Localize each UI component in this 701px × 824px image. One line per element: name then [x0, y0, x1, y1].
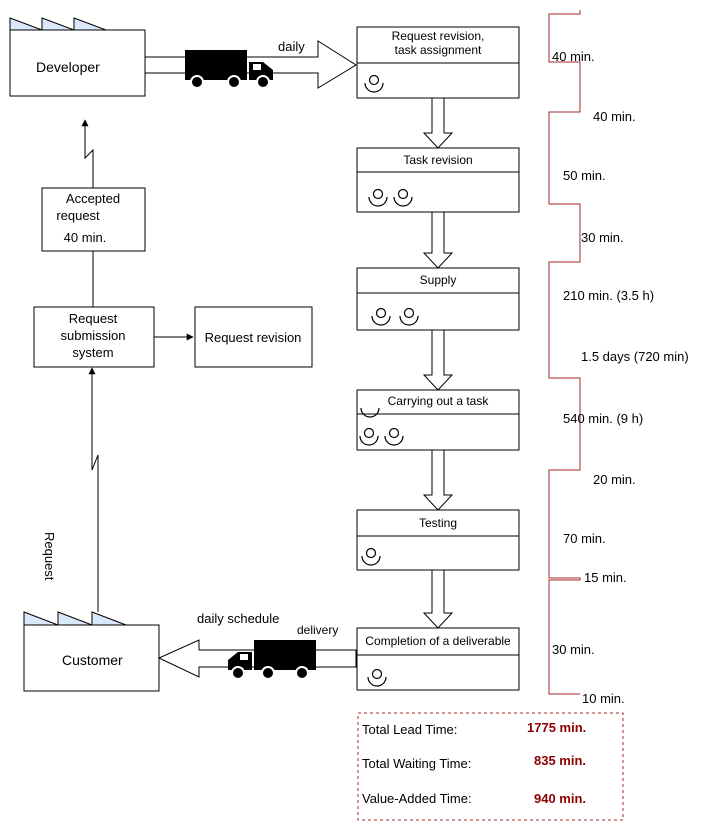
process-box-3 — [356, 267, 520, 331]
process-time-1: 40 min. — [552, 49, 595, 64]
request-submission-line3: system — [72, 345, 114, 360]
request-submission-line2: submission — [60, 328, 126, 343]
accepted-request-line2: request — [56, 208, 100, 223]
process-time-3: 210 min. (3.5 h) — [563, 288, 655, 303]
process-title-1-line1: Request revision, — [391, 29, 485, 43]
operator-icon — [361, 547, 381, 566]
waiting-time-4: 20 min. — [593, 472, 636, 487]
process-box-4 — [356, 389, 520, 451]
request-revision-label: Request revision — [204, 330, 302, 345]
push-arrow — [422, 211, 454, 269]
push-arrow — [422, 449, 454, 511]
waiting-time-5: 15 min. — [584, 570, 627, 585]
process-title-4: Carrying out a task — [387, 394, 489, 408]
waiting-time-1: 40 min. — [593, 109, 636, 124]
process-time-2: 50 min. — [563, 168, 606, 183]
accepted-request-line1: Accepted — [65, 191, 121, 206]
value-added-time-value: 940 min. — [534, 791, 587, 806]
request-revision-box — [194, 306, 313, 368]
total-waiting-time-label: Total Waiting Time: — [362, 756, 472, 771]
request-arrow-label: Request — [42, 532, 57, 581]
accepted-request-time: 40 min. — [63, 230, 107, 245]
waiting-time-3: 1.5 days (720 min) — [581, 349, 689, 364]
truck-icon-top — [185, 50, 273, 89]
process-title-5: Testing — [418, 516, 458, 530]
summary-box — [357, 712, 624, 821]
value-added-time-label: Value-Added Time: — [362, 791, 472, 806]
operator-icon — [367, 668, 387, 687]
delivery-label: delivery — [297, 623, 339, 637]
waiting-time-2: 30 min. — [581, 230, 624, 245]
operator-icon — [364, 74, 384, 93]
operator-icon — [384, 427, 404, 446]
customer-label: Customer — [62, 652, 123, 668]
operator-icon — [399, 307, 419, 326]
request-submission-box — [33, 306, 155, 368]
operator-icon — [393, 188, 413, 207]
total-lead-time-value: 1775 min. — [527, 720, 587, 735]
process-box-1 — [356, 26, 520, 99]
operator-icon — [359, 427, 379, 446]
accepted-request-box — [41, 187, 146, 252]
total-lead-time-label: Total Lead Time: — [362, 722, 458, 737]
shipping-schedule-bottom: daily schedule — [197, 611, 280, 626]
total-waiting-time-value: 835 min. — [534, 753, 587, 768]
developer-label: Developer — [36, 59, 100, 75]
operator-icon — [368, 188, 388, 207]
process-time-4: 540 min. (9 h) — [563, 411, 644, 426]
process-title-1-line2: task assignment — [394, 43, 482, 57]
process-time-6: 30 min. — [552, 642, 595, 657]
push-arrow — [422, 97, 454, 149]
developer-factory-icon — [9, 17, 146, 97]
electronic-info-arrow-developer — [81, 119, 94, 188]
timeline-line — [548, 10, 581, 695]
operator-icon — [360, 407, 380, 418]
request-submission-line1: Request — [68, 311, 118, 326]
process-title-3: Supply — [419, 273, 457, 287]
process-title-6: Completion of a deliverable — [365, 634, 511, 648]
process-title-2: Task revision — [403, 153, 473, 167]
truck-icon-bottom — [228, 640, 316, 680]
waiting-time-6: 10 min. — [582, 691, 625, 706]
operator-icon — [371, 307, 391, 326]
process-box-5 — [356, 509, 520, 571]
push-arrow — [422, 569, 454, 629]
push-arrow — [422, 329, 454, 391]
process-box-2 — [356, 147, 520, 213]
process-time-5: 70 min. — [563, 531, 606, 546]
shipping-frequency-top: daily — [278, 39, 305, 54]
electronic-info-arrow-request — [88, 367, 99, 612]
